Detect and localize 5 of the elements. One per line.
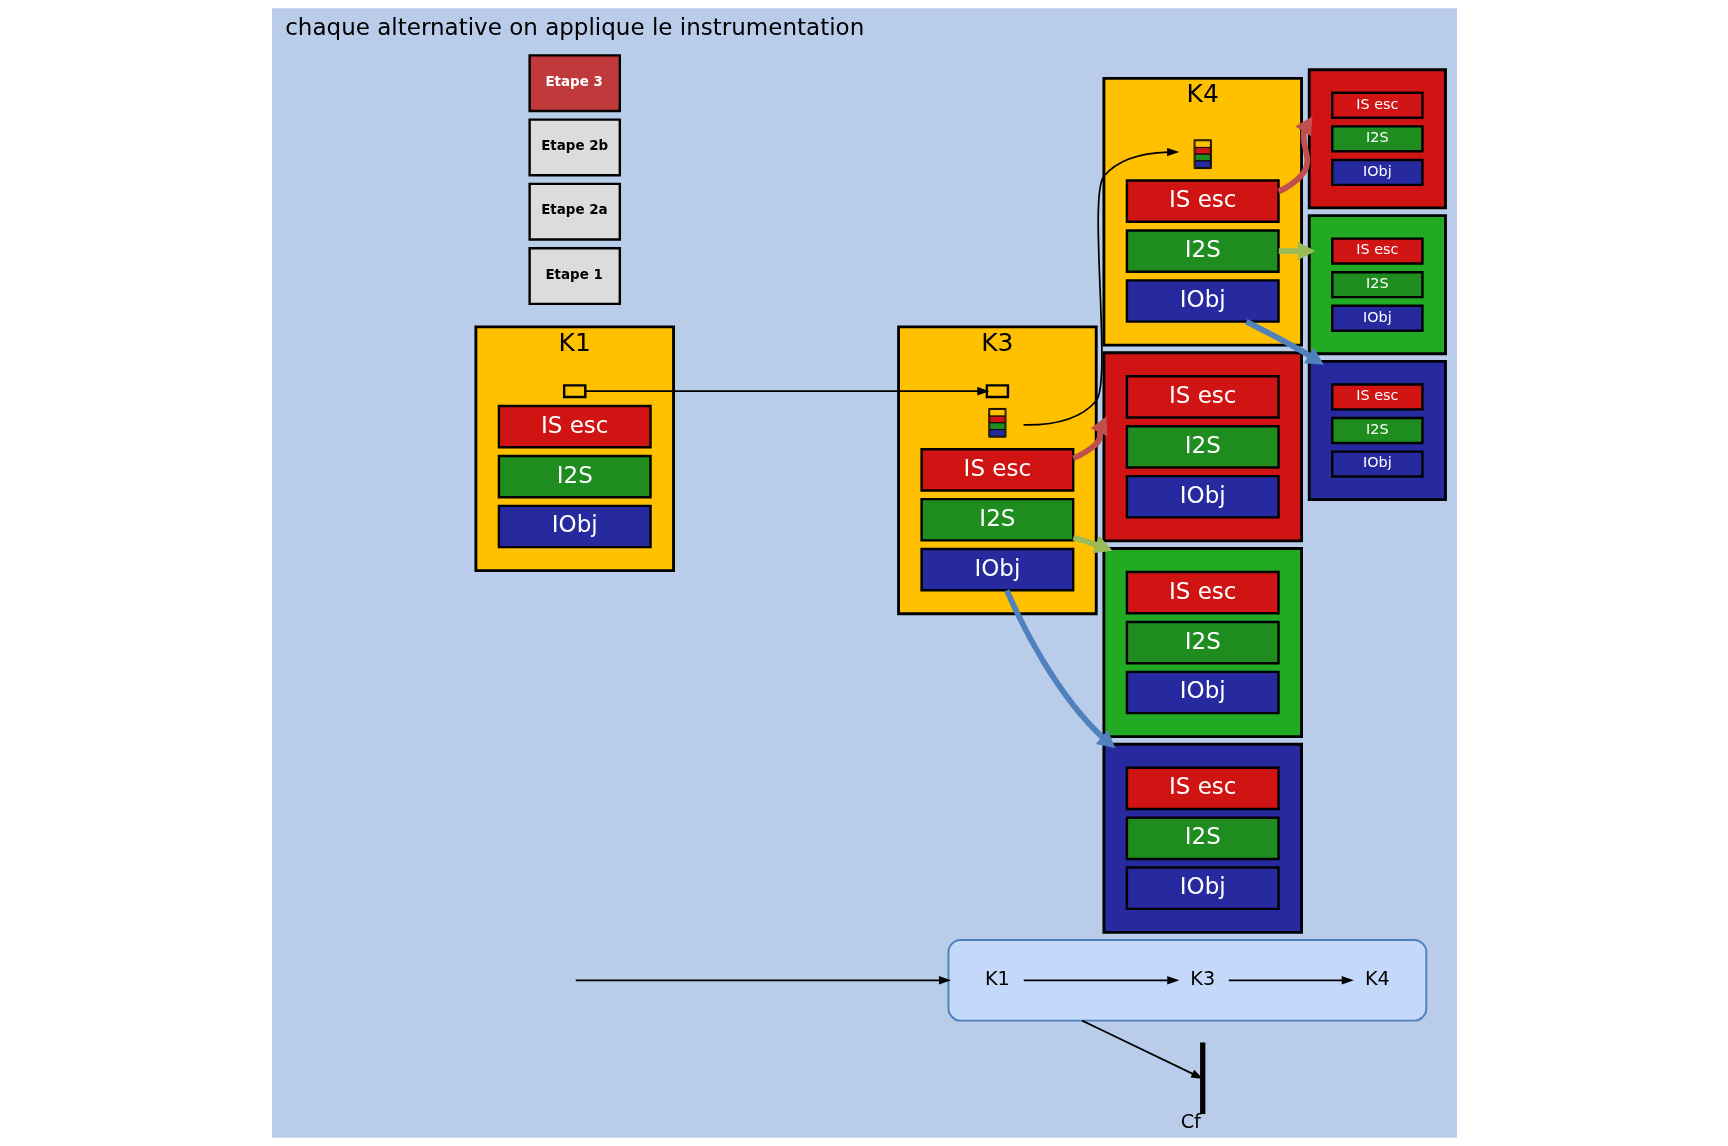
node-text: K4 bbox=[1364, 967, 1390, 991]
node-label: Cf bbox=[1180, 1110, 1201, 1134]
node-text: K1 bbox=[984, 967, 1010, 991]
node-text: K3 bbox=[1189, 967, 1215, 991]
label: chaque alternative on applique le instrumentation bbox=[284, 14, 864, 41]
